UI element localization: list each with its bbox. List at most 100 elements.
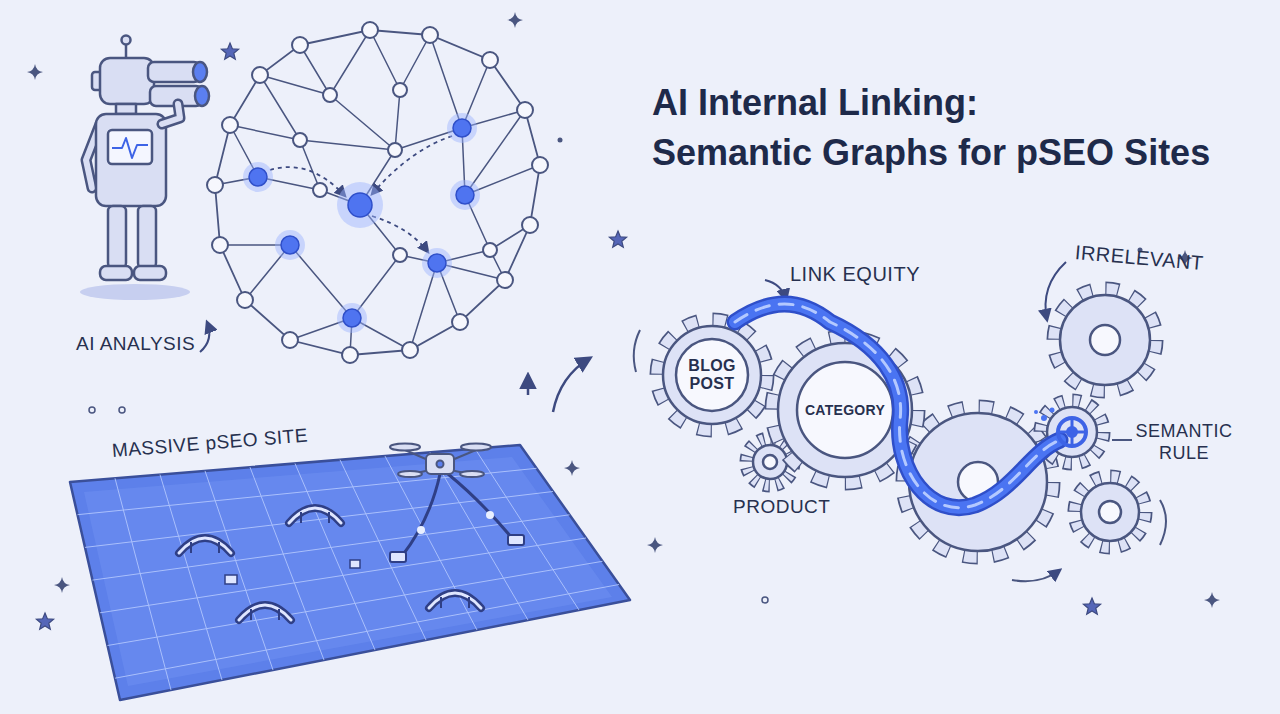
site-map xyxy=(295,464,375,651)
site-map xyxy=(486,511,494,519)
stream xyxy=(735,304,1060,508)
annotation-label: IRRELEVANT xyxy=(1074,240,1205,275)
network-graph xyxy=(337,303,367,333)
drone-icon xyxy=(390,444,491,478)
robot-figure xyxy=(116,104,136,114)
network-graph xyxy=(243,162,273,192)
title-spacer xyxy=(1077,78,1252,124)
irrelevant-gear xyxy=(1054,289,1156,391)
drone-icon xyxy=(426,454,454,474)
gear-machine xyxy=(634,330,640,372)
site-map xyxy=(448,474,512,538)
gear-machine xyxy=(1012,570,1060,581)
irrelevant-gear xyxy=(1054,289,1156,391)
robot-figure xyxy=(96,114,166,206)
robot-figure xyxy=(108,206,126,268)
network-graph xyxy=(428,254,446,272)
gear-body xyxy=(663,326,761,424)
gear-teeth xyxy=(657,320,767,430)
robot-figure xyxy=(122,36,131,45)
network-graph xyxy=(293,133,307,147)
gear-text: CATEGORY xyxy=(800,402,890,418)
robot-figure xyxy=(134,266,166,280)
drone-icon xyxy=(437,461,444,468)
network-graph xyxy=(237,292,253,308)
stream xyxy=(1041,415,1047,421)
annotation-label: LINK EQUITY xyxy=(790,262,920,286)
robot-figure xyxy=(162,104,180,124)
network-graph xyxy=(422,27,438,43)
network-graph xyxy=(517,102,533,118)
stream xyxy=(735,304,1060,508)
site-map xyxy=(417,526,425,534)
network-graph xyxy=(372,136,452,194)
network-graph xyxy=(348,193,372,217)
robot-figure xyxy=(108,130,152,164)
network-graph xyxy=(522,217,538,233)
network-graph xyxy=(292,37,308,53)
network-graph xyxy=(393,248,407,262)
transition-arrows xyxy=(553,358,590,412)
stars xyxy=(119,407,125,413)
annotation-label: MASSIVE pSEO SITE xyxy=(111,425,309,463)
site-map xyxy=(84,457,612,686)
annotation-label: AI ANALYSIS xyxy=(76,333,195,356)
title-block: AI Internal Linking: Semantic Graphs for… xyxy=(652,78,1252,178)
drone-icon xyxy=(460,471,484,477)
network-graph xyxy=(275,230,305,260)
network-graph xyxy=(372,216,428,252)
stars xyxy=(609,231,626,247)
gear-text: BLOG POST xyxy=(679,357,745,394)
site-map xyxy=(340,460,426,640)
small-gear xyxy=(1099,501,1121,523)
gear-machine xyxy=(634,289,1166,581)
site-map xyxy=(350,560,360,568)
network-graph xyxy=(270,167,345,196)
site-map xyxy=(179,538,231,553)
site-map xyxy=(402,474,440,556)
network-graph xyxy=(212,237,228,253)
stream xyxy=(735,304,1060,508)
product-gear xyxy=(753,445,787,479)
network-graph xyxy=(342,347,358,363)
stream xyxy=(735,304,1060,508)
drone-icon xyxy=(405,450,428,460)
gear-hub xyxy=(676,339,748,411)
robot-figure xyxy=(80,284,190,300)
robot-figure xyxy=(162,104,180,124)
drone-icon xyxy=(461,444,491,451)
drone-icon xyxy=(390,444,420,451)
network-graph xyxy=(243,113,480,333)
product-gear xyxy=(763,455,777,469)
stars xyxy=(647,537,663,553)
site-map xyxy=(70,444,630,701)
annotation-label: PRODUCT xyxy=(733,496,830,519)
small-gear xyxy=(1075,477,1145,547)
gear-hub xyxy=(797,362,893,458)
robot-figure xyxy=(100,58,154,104)
stars xyxy=(27,12,1220,629)
site-map xyxy=(390,552,406,562)
network-graph xyxy=(281,236,299,254)
stars xyxy=(54,577,70,593)
small-gear xyxy=(1075,477,1145,547)
site-map xyxy=(430,452,528,620)
stars xyxy=(507,12,523,28)
annotation-label: SEMANTIC RULE xyxy=(1134,421,1234,464)
network-graph xyxy=(497,272,513,288)
robot-figure xyxy=(80,36,209,301)
valve-wheel xyxy=(1058,418,1086,446)
site-map xyxy=(78,449,620,690)
network-graph xyxy=(362,22,378,38)
network-graph xyxy=(450,180,480,210)
network-graph xyxy=(422,248,452,278)
gear-teeth xyxy=(657,320,767,430)
stars xyxy=(762,597,768,603)
small-gear xyxy=(1075,477,1145,547)
irrelevant-gear xyxy=(1090,325,1120,355)
stars xyxy=(36,613,53,629)
stars xyxy=(27,64,43,80)
robot-figure xyxy=(138,206,156,268)
site-map xyxy=(289,508,341,523)
